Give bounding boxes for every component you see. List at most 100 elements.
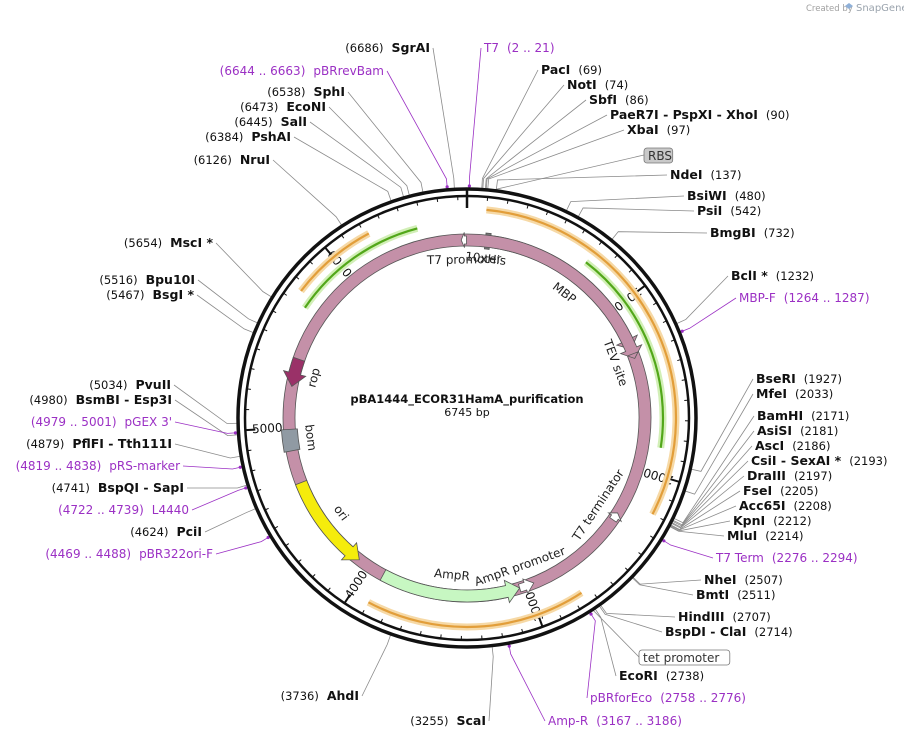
ampr-promoter-feature[interactable] (517, 578, 535, 595)
t7-terminator-feature[interactable] (607, 512, 623, 523)
tick-mark (681, 379, 686, 381)
primer-label[interactable]: (6644 .. 6663)pBRrevBam (220, 64, 384, 78)
restriction-site-label[interactable]: (6538)SphI (267, 84, 345, 99)
site-position: (4624) (130, 525, 168, 539)
restriction-site-label[interactable]: (6445)SalI (234, 114, 307, 129)
primer-label[interactable]: (4722 .. 4739)L4440 (58, 503, 189, 517)
rop-feature[interactable] (282, 356, 307, 388)
restriction-site-label[interactable]: (4879)PflFI - Tth111I (26, 436, 172, 451)
plasmid-size: 6745 bp (444, 406, 489, 419)
tick-mark (274, 525, 279, 529)
restriction-site-label[interactable]: BmgBI(732) (710, 225, 795, 240)
restriction-site-label[interactable]: XbaI(97) (627, 122, 690, 137)
primer-label[interactable]: (4819 .. 4838)pRS-marker (16, 459, 180, 473)
site-leader-line (361, 633, 392, 697)
restriction-site-label[interactable]: FseI(2205) (743, 483, 818, 498)
restriction-site-label[interactable]: NheI(2507) (704, 572, 783, 587)
restriction-site-label[interactable]: MfeI(2033) (756, 386, 833, 401)
site-position: (5654) (124, 236, 162, 250)
plasmid-name: pBA1444_ECOR31HamA_purification (350, 392, 583, 407)
site-leader-line (631, 576, 694, 596)
restriction-site-label[interactable]: (6384)PshAI (205, 129, 291, 144)
site-name: PshAI (251, 129, 291, 144)
tick-mark (264, 507, 269, 511)
primer-mark (266, 535, 270, 540)
site-name: SphI (313, 84, 345, 99)
restriction-site-label[interactable]: CsiI - SexAI *(2193) (751, 453, 887, 468)
bom-feature[interactable] (280, 428, 301, 453)
restriction-site-label[interactable]: AsiSI(2181) (757, 423, 838, 438)
site-leader-line (594, 607, 617, 677)
restriction-site-label[interactable]: BspDI - ClaI(2714) (665, 624, 793, 639)
site-position: (480) (735, 189, 766, 203)
restriction-site-label[interactable]: NdeI(137) (670, 167, 741, 182)
tick-mark (251, 469, 256, 472)
restriction-site-label[interactable]: (6473)EcoNI (240, 99, 326, 114)
restriction-site-label[interactable]: PaeR7I - PspXI - XhoI(90) (610, 107, 790, 122)
restriction-site-label[interactable]: BmtI(2511) (696, 587, 775, 602)
tick-mark (670, 339, 675, 342)
primer-label[interactable]: Amp-R(3167 .. 3186) (548, 714, 682, 728)
restriction-site-label[interactable]: (4980)BsmBI - Esp3I (29, 392, 172, 407)
site-position: (97) (667, 123, 691, 137)
tick-mark (257, 489, 262, 492)
tick-mark (396, 207, 399, 212)
primer-label[interactable]: T7 Term(2276 .. 2294) (715, 551, 858, 565)
restriction-site-label[interactable]: BclI *(1232) (731, 268, 814, 283)
primer-name: pRS-marker (109, 459, 180, 473)
restriction-site-label[interactable]: (6686)SgrAI (345, 40, 430, 55)
site-name: SbfI (589, 92, 617, 107)
site-name: MscI * (170, 235, 213, 250)
ori-feature[interactable] (295, 479, 360, 561)
restriction-site-label[interactable]: (3736)AhdI (281, 688, 359, 703)
leader-lines (173, 47, 755, 722)
site-leader-line (174, 399, 239, 436)
translation-arc (303, 227, 418, 309)
restriction-site-label[interactable]: NotI(74) (567, 77, 628, 92)
restriction-site-label[interactable]: KpnI(2212) (733, 513, 811, 528)
site-position: (6445) (234, 115, 272, 129)
restriction-site-label[interactable]: Acc65I(2208) (739, 498, 832, 513)
site-leader-line (482, 84, 565, 190)
tick-mark (358, 223, 362, 228)
restriction-site-label[interactable]: (5654) MscI * (124, 235, 214, 250)
restriction-site-label[interactable]: (6126)NruI (194, 152, 270, 167)
primer-label[interactable]: (4979 .. 5001)pGEX 3' (31, 415, 172, 429)
restriction-site-label[interactable]: HindIII(2707) (678, 609, 771, 624)
orf-arc (486, 208, 678, 515)
ampr-feature[interactable] (379, 569, 521, 604)
site-leader-line (347, 91, 424, 194)
restriction-site-label[interactable]: BamHI(2171) (757, 408, 849, 423)
primer-label[interactable]: pBRforEco(2758 .. 2776) (590, 691, 746, 705)
restriction-site-label[interactable]: SbfI(86) (589, 92, 649, 107)
restriction-site-label[interactable]: (4624)PciI (130, 524, 202, 539)
tick-mark (436, 197, 439, 203)
restriction-site-label[interactable]: BseRI(1927) (756, 371, 842, 386)
restriction-site-label[interactable]: BsiWI(480) (687, 188, 766, 203)
t7-promoter-feature[interactable] (460, 232, 467, 248)
restriction-site-label[interactable]: (5467)BsgI * (106, 287, 194, 302)
restriction-site-label[interactable]: PsiI(542) (697, 203, 761, 218)
primer-range: (2 .. 21) (507, 41, 555, 55)
restriction-site-label[interactable]: DraIII(2197) (747, 468, 832, 483)
site-leader-line (484, 99, 587, 190)
site-position: (2205) (780, 484, 818, 498)
primer-label[interactable]: MBP-F(1264 .. 1287) (739, 291, 870, 305)
tick-mark (669, 478, 680, 483)
restriction-site-label[interactable]: (3255)ScaI (410, 713, 486, 728)
feature-box-rbs[interactable] (643, 147, 674, 164)
primer-name: T7 (483, 41, 499, 55)
site-name: DraIII (747, 468, 786, 483)
restriction-site-label[interactable]: (4741)BspQI - SapI (52, 480, 184, 495)
tick-mark (650, 535, 654, 539)
restriction-site-label[interactable]: (5034)PvuII (89, 377, 171, 392)
restriction-site-label[interactable]: AscI(2186) (755, 438, 830, 453)
restriction-site-label[interactable]: EcoRI(2738) (619, 668, 704, 683)
site-leader-line (272, 159, 343, 227)
primer-label[interactable]: T7 (2 .. 21) (483, 41, 555, 55)
restriction-site-label[interactable]: MluI(2214) (727, 528, 804, 543)
restriction-site-label[interactable]: (5516)Bpu10I (99, 272, 195, 287)
restriction-site-label[interactable]: PacI(69) (541, 62, 602, 77)
primer-label[interactable]: (4469 .. 4488)pBR322ori-F (45, 547, 213, 561)
feature-box-tet-promoter[interactable] (638, 649, 731, 666)
